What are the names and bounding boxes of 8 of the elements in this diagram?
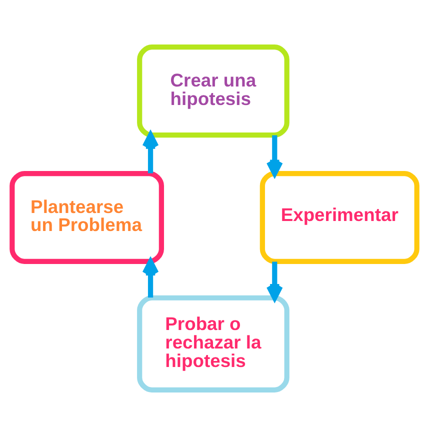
node-box: Plantearse un Problema [10,170,164,264]
arrow [266,134,283,176]
node-box: Experimentar [260,170,420,264]
arrow [266,261,283,300]
arrow [142,132,159,173]
node-box: Probar o rechazar la hipotesis [137,294,290,392]
node-box: Crear una hipotesis [137,44,290,138]
arrow [142,258,159,298]
